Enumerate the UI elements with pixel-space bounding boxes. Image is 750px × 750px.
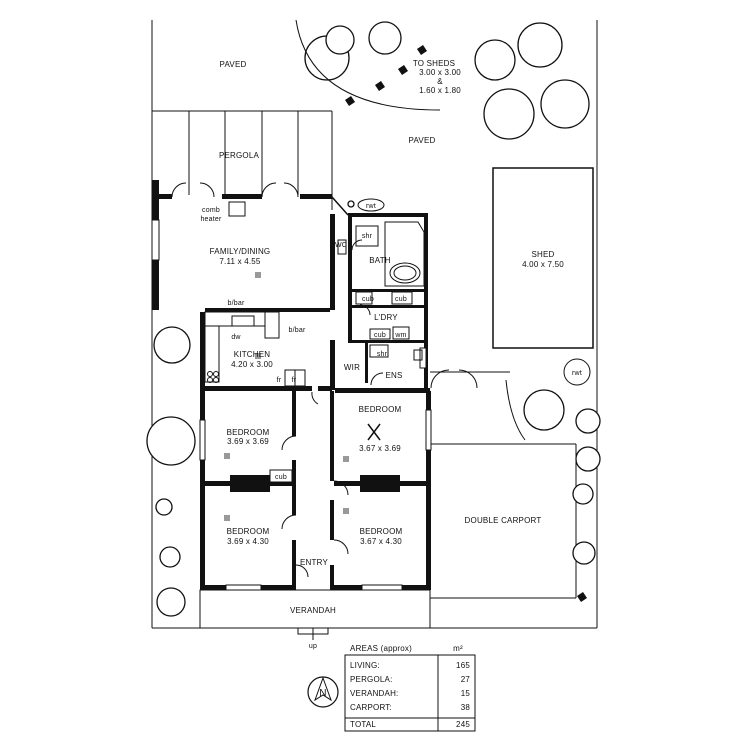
shed-outline — [492, 167, 594, 349]
pergola-label: PERGOLA — [219, 151, 260, 160]
wir-label: WIR — [344, 363, 360, 372]
areas-total-value: 245 — [456, 720, 470, 729]
fr1-label: fr — [277, 377, 282, 384]
doors — [171, 182, 478, 578]
bed3-name-label: BEDROOM — [227, 527, 270, 536]
bed1-dim-label: 3.69 x 3.69 — [227, 437, 269, 446]
bbar1-label: b/bar — [228, 300, 245, 307]
rwt-right-label: rwt — [572, 370, 582, 377]
windows — [151, 219, 432, 591]
bed4-name-label: BEDROOM — [360, 527, 403, 536]
areas-title: AREAS (approx) — [350, 644, 412, 653]
entry-label: ENTRY — [300, 558, 328, 567]
wm-label: wm — [394, 332, 406, 339]
paved-top-left-label: PAVED — [220, 60, 247, 69]
shed-dim-label: 4.00 x 7.50 — [522, 260, 564, 269]
garden-arc-right — [505, 379, 526, 441]
trees — [146, 21, 601, 617]
sheds-amp-label: & — [437, 77, 443, 86]
fr2-label: fr — [292, 377, 297, 384]
areas-row-label: CARPORT: — [350, 703, 392, 712]
garden-arc — [295, 19, 441, 111]
north-arrow-icon: N — [307, 676, 339, 708]
rainwater-tank-right — [563, 358, 591, 386]
shr-ens-label: shr — [377, 351, 388, 358]
rwt-top-label: rwt — [366, 203, 376, 210]
bbar2-label: b/bar — [289, 327, 306, 334]
wc-label: WC — [335, 242, 347, 249]
areas-row-label: VERANDAH: — [350, 689, 398, 698]
ldry-label: L'DRY — [374, 313, 398, 322]
kitchen-dim-label: 4.20 x 3.00 — [231, 360, 273, 369]
sheds-dim1-label: 3.00 x 3.00 — [419, 68, 461, 77]
bed2-dim-label: 3.67 x 3.69 — [359, 444, 401, 453]
carport-label: DOUBLE CARPORT — [465, 516, 542, 525]
cub3-label: cub — [374, 332, 386, 339]
pergola — [188, 111, 333, 210]
kitchen-name-label: KITCHEN — [234, 350, 271, 359]
sheds-title-label: TO SHEDS — [413, 59, 455, 68]
bed3-dim-label: 3.69 x 4.30 — [227, 537, 269, 546]
ens-label: ENS — [385, 371, 402, 380]
areas-row-value: 15 — [461, 689, 471, 698]
bed1-name-label: BEDROOM — [227, 428, 270, 437]
areas-row-label: PERGOLA: — [350, 675, 393, 684]
areas-row-value: 38 — [461, 703, 471, 712]
areas-row-value: 27 — [461, 675, 471, 684]
areas-row-value: 165 — [456, 661, 470, 670]
areas-table: AREAS (approx) m² LIVING: 165 PERGOLA: 2… — [344, 644, 476, 732]
shed-name-label: SHED — [531, 250, 554, 259]
fixture-markers — [224, 272, 349, 521]
verandah-step — [297, 627, 329, 640]
heater-label: heater — [200, 216, 222, 223]
comb-label: comb — [202, 207, 220, 214]
shr-bath-label: shr — [362, 233, 373, 240]
bath-fixtures — [337, 198, 425, 361]
bath-label: BATH — [369, 256, 391, 265]
cub1-label: cub — [362, 296, 374, 303]
shrub-icons — [345, 45, 587, 602]
areas-unit: m² — [453, 644, 463, 653]
cub2-label: cub — [395, 296, 407, 303]
dw-label: dw — [231, 334, 241, 341]
ceiling-fan-icon — [367, 423, 381, 441]
room-labels: PAVED PAVED TO SHEDS 3.00 x 3.00 & 1.60 … — [200, 59, 582, 650]
up-label: up — [309, 643, 317, 650]
bed2-name-label: BEDROOM — [359, 405, 402, 414]
bed4-dim-label: 3.67 x 4.30 — [360, 537, 402, 546]
family-name-label: FAMILY/DINING — [210, 247, 271, 256]
kitchen-fixtures — [204, 201, 306, 387]
areas-total-label: TOTAL — [350, 720, 376, 729]
north-label: N — [319, 688, 326, 699]
cub4-label: cub — [275, 474, 287, 481]
paved-top-right-label: PAVED — [409, 136, 436, 145]
sheds-dim2-label: 1.60 x 1.80 — [419, 86, 461, 95]
verandah-label: VERANDAH — [290, 606, 336, 615]
family-dim-label: 7.11 x 4.55 — [219, 257, 261, 266]
areas-row-label: LIVING: — [350, 661, 380, 670]
carport-outline — [430, 443, 577, 599]
